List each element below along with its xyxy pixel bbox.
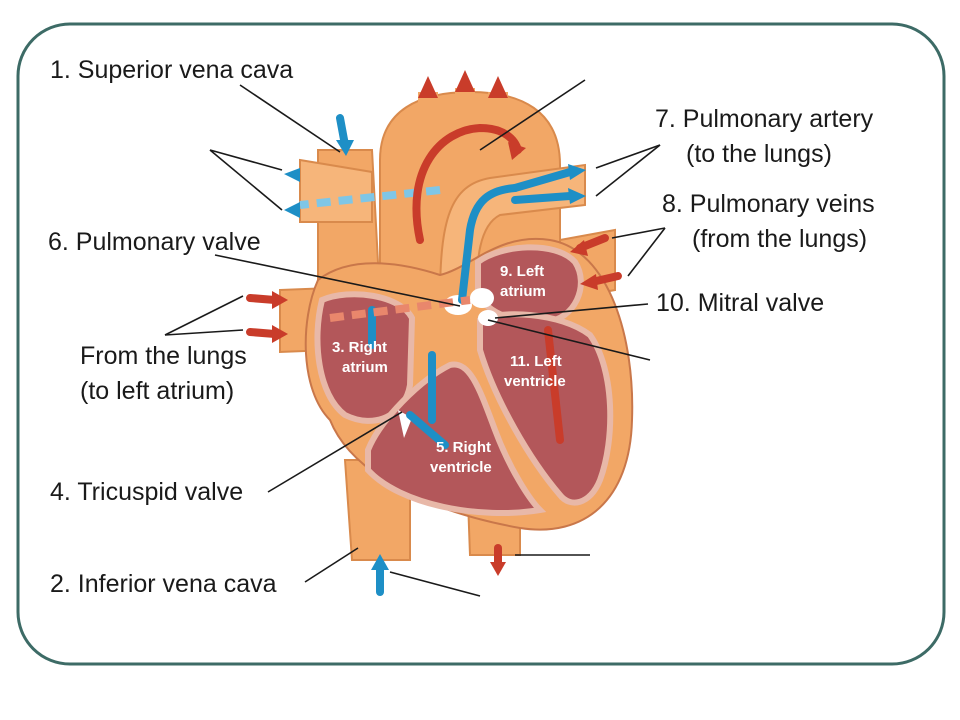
label-from-the-lungs-line-2: (to left atrium) — [80, 377, 234, 405]
label-from-the-lungs-line-1: From the lungs — [80, 342, 247, 370]
aorta-up-arrow-2 — [455, 70, 475, 92]
pulmonary-vein-inflow-upper-head — [570, 240, 588, 256]
label-left-ventricle-line-2: ventricle — [504, 373, 566, 390]
pulmonary-outflow-left-upper — [284, 168, 300, 182]
left-lung-inflow-upper-head — [272, 291, 288, 309]
label-tricuspid-valve: 4. Tricuspid valve — [50, 478, 243, 506]
leader-from-lungs-upper — [164, 295, 244, 336]
label-left-ventricle-line-1: 11. Left — [510, 353, 562, 370]
label-left-atrium-line-1: 9. Left — [500, 263, 544, 280]
ivc-inflow-arrowhead — [371, 554, 389, 570]
left-atrium-chamber — [475, 244, 584, 326]
leader-pulmonary-artery-left-lower — [209, 149, 283, 211]
pulmonary-flow-right-lower — [511, 192, 574, 204]
left-ventricle-chamber — [477, 311, 614, 506]
aortic-valve-shape — [470, 288, 494, 308]
label-mitral-valve: 10. Mitral valve — [656, 289, 824, 317]
chamber-labels: 3. Right atrium 9. Left atrium 11. Left … — [332, 263, 566, 476]
leader-pulmonary-artery-left-upper — [209, 149, 283, 171]
left-lung-inflow-lower-head — [272, 325, 288, 343]
label-pulmonary-veins-line-2: (from the lungs) — [692, 225, 867, 253]
descending-aorta-arrowhead — [490, 562, 506, 576]
label-pulmonary-veins-line-1: 8. Pulmonary veins — [662, 190, 875, 218]
left-ventricle-flow — [544, 326, 564, 444]
leader-pulmonary-veins-upper — [611, 227, 666, 239]
pulmonary-outflow-left-lower — [284, 202, 300, 218]
aortic-arch-flow-arrowhead — [508, 142, 526, 160]
pulmonary-trunk-flow — [458, 184, 519, 304]
label-right-atrium-line-2: atrium — [342, 359, 388, 376]
pulmonary-vein-inflow-lower-head — [580, 274, 598, 290]
left-lung-inflow-upper — [246, 294, 279, 304]
aorta-up-arrow-3 — [488, 76, 508, 98]
left-lung-inflow-lower — [246, 328, 279, 338]
leader-pulmonary-veins-lower — [627, 227, 666, 277]
leader-tricuspid-valve — [267, 411, 403, 493]
heart-illustration — [246, 70, 634, 596]
label-pulmonary-artery-line-1: 7. Pulmonary artery — [655, 105, 874, 133]
leader-pulmonary-artery-right-upper — [595, 144, 661, 169]
label-pulmonary-artery-line-2: (to the lungs) — [686, 140, 832, 168]
leader-mitral-valve — [494, 303, 649, 319]
label-right-ventricle-line-2: ventricle — [430, 459, 492, 476]
aorta-up-arrow-1 — [418, 76, 438, 98]
label-inferior-vena-cava: 2. Inferior vena cava — [50, 570, 277, 598]
leader-pulmonary-artery-right-lower — [595, 144, 661, 197]
leader-inferior-vena-cava — [304, 547, 359, 583]
leader-ivc-arrow — [389, 571, 481, 597]
aortic-arch-flow — [412, 123, 522, 244]
label-pulmonary-valve: 6. Pulmonary valve — [48, 228, 261, 256]
svc-inflow-arrowhead — [336, 140, 354, 156]
pulmonary-outflow-right-upper — [568, 164, 586, 180]
pulmonary-artery-left-branch — [299, 158, 373, 223]
leader-right-side-lower — [487, 319, 651, 361]
right-ventricle-chamber — [365, 361, 547, 517]
label-left-atrium-line-2: atrium — [500, 283, 546, 300]
label-superior-vena-cava: 1. Superior vena cava — [50, 56, 293, 84]
pulmonary-outflow-right-lower — [568, 188, 586, 204]
leader-aorta — [479, 79, 586, 151]
aorta-branch — [455, 88, 475, 112]
label-right-atrium-line-1: 3. Right — [332, 339, 387, 356]
leader-pulmonary-valve — [214, 254, 461, 307]
pulmonary-flow-right-upper — [511, 168, 574, 192]
leader-lines — [164, 79, 666, 597]
leader-from-lungs-lower — [164, 329, 244, 336]
right-ventricle-lower-flow — [406, 411, 449, 449]
outside-labels: 1. Superior vena cava 7. Pulmonary arter… — [48, 56, 875, 598]
label-right-ventricle-line-1: 5. Right — [436, 439, 491, 456]
leader-superior-vena-cava — [239, 84, 341, 153]
